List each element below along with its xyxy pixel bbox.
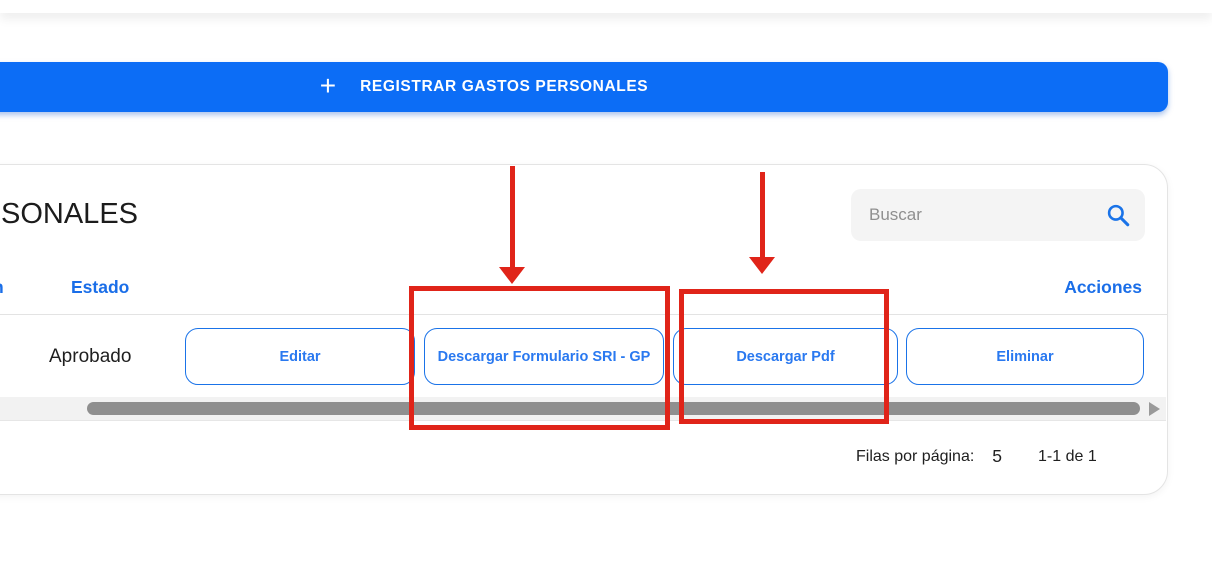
header-divider	[0, 314, 1167, 315]
register-gastos-personales-button[interactable]: + REGISTRAR GASTOS PERSONALES	[0, 62, 1168, 112]
pagination-range-label: 1-1 de 1	[1038, 447, 1097, 465]
column-header-fragment[interactable]: n	[0, 277, 4, 298]
card-title: SONALES	[1, 198, 138, 230]
gastos-personales-card: SONALES n Estado Acciones Aprobado Edita…	[0, 164, 1168, 495]
search-box	[851, 189, 1145, 241]
horizontal-scrollbar[interactable]	[0, 397, 1166, 421]
top-app-bar	[0, 0, 1212, 13]
register-button-label: REGISTRAR GASTOS PERSONALES	[360, 78, 649, 95]
scrollbar-thumb[interactable]	[87, 402, 1140, 415]
plus-icon: +	[319, 69, 337, 101]
editar-button[interactable]: Editar	[185, 328, 415, 385]
descargar-pdf-button[interactable]: Descargar Pdf	[673, 328, 898, 385]
search-input[interactable]	[851, 189, 1145, 241]
rows-per-page-label: Filas por página:	[856, 447, 975, 465]
scrollbar-right-arrow-icon[interactable]	[1149, 402, 1160, 416]
row-estado-value: Aprobado	[49, 346, 132, 367]
column-header-acciones[interactable]: Acciones	[1064, 277, 1142, 297]
rows-per-page-select[interactable]: 5	[992, 446, 1003, 466]
eliminar-button[interactable]: Eliminar	[906, 328, 1144, 385]
descargar-formulario-sri-gp-button[interactable]: Descargar Formulario SRI - GP	[424, 328, 664, 385]
column-header-estado[interactable]: Estado	[71, 277, 130, 297]
pagination-bar: Filas por página: 5 1-1 de 1	[856, 446, 1097, 467]
search-icon[interactable]	[1105, 202, 1131, 228]
